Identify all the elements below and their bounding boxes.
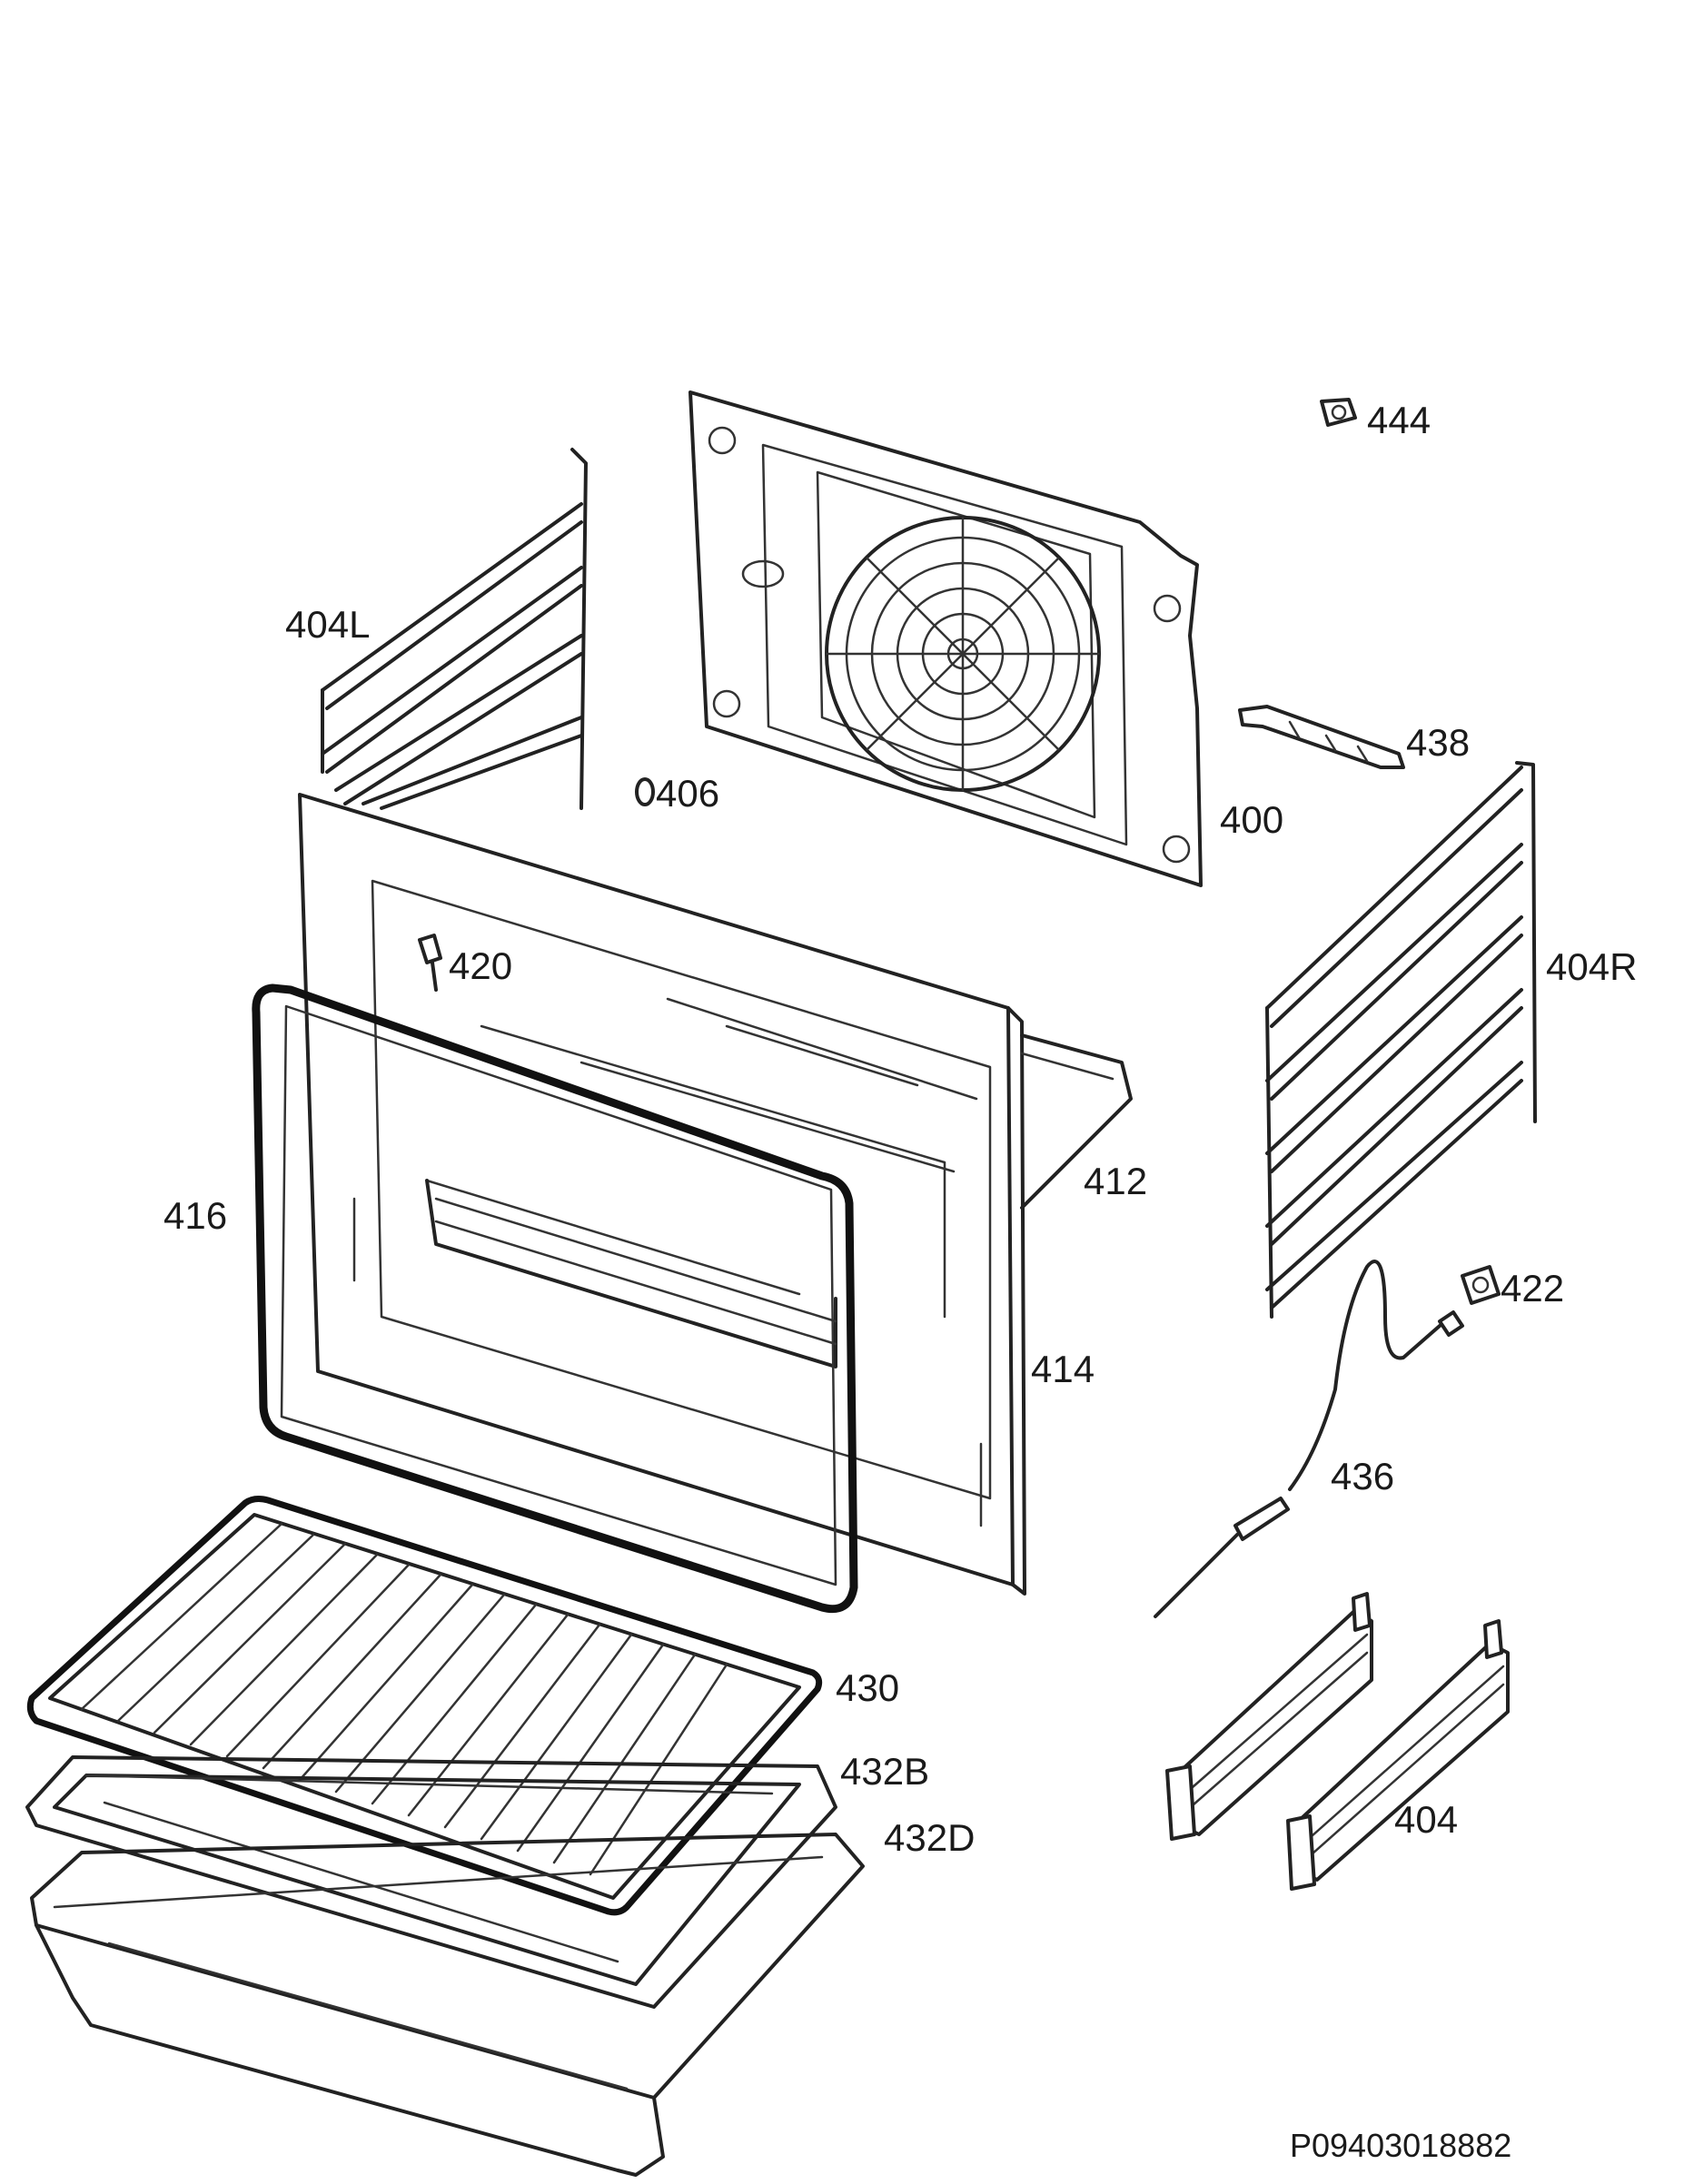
label-406: 406 bbox=[656, 772, 720, 815]
document-id: P09403018882 bbox=[1290, 2127, 1512, 2164]
part-444-drawing bbox=[1320, 398, 1357, 427]
part-406-screw bbox=[635, 777, 655, 806]
part-422-socket bbox=[1461, 1265, 1501, 1305]
label-432D: 432D bbox=[884, 1816, 976, 1859]
label-438: 438 bbox=[1406, 721, 1471, 764]
label-400: 400 bbox=[1220, 798, 1284, 841]
label-444: 444 bbox=[1367, 399, 1431, 441]
label-420: 420 bbox=[449, 944, 513, 987]
part-404-telescopic-runners bbox=[1165, 1592, 1510, 1891]
label-422: 422 bbox=[1501, 1267, 1565, 1309]
part-432D-tray bbox=[30, 1833, 865, 2177]
part-404L-shelf-support bbox=[321, 448, 588, 810]
label-432B: 432B bbox=[840, 1750, 930, 1793]
label-436: 436 bbox=[1331, 1455, 1395, 1497]
label-404L: 404L bbox=[285, 603, 371, 646]
label-430: 430 bbox=[836, 1666, 900, 1709]
part-404R-shelf-support bbox=[1265, 761, 1537, 1319]
part-430-wire-grid bbox=[26, 1496, 823, 1916]
part-416-door-seal bbox=[252, 983, 858, 1614]
label-416: 416 bbox=[163, 1194, 228, 1237]
label-412: 412 bbox=[1084, 1160, 1148, 1202]
label-404R: 404R bbox=[1546, 945, 1638, 988]
part-438-bracket bbox=[1238, 705, 1405, 769]
part-420-screw bbox=[418, 934, 442, 992]
label-404: 404 bbox=[1394, 1798, 1459, 1841]
part-400-back-panel bbox=[688, 390, 1203, 887]
part-436-probe bbox=[1154, 1260, 1464, 1618]
part-412-rail bbox=[1020, 1033, 1133, 1210]
label-414: 414 bbox=[1031, 1348, 1095, 1390]
part-432B-tray bbox=[25, 1755, 837, 2009]
